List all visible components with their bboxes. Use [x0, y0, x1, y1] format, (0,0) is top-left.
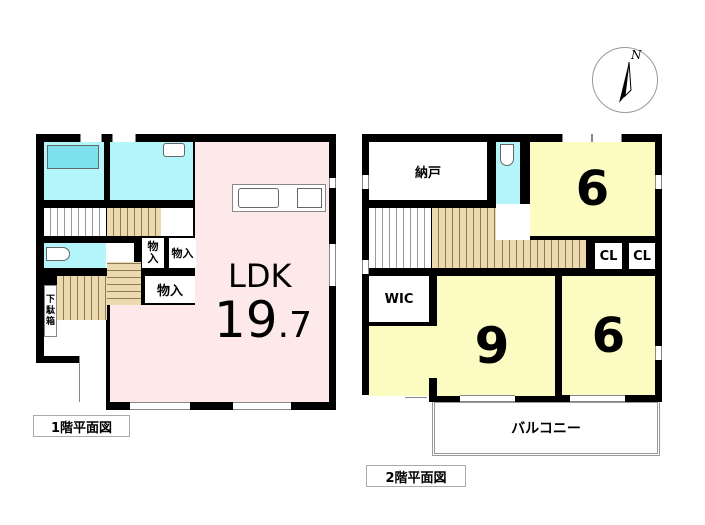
- closet-1: CL: [595, 243, 622, 269]
- stove-icon: [297, 188, 322, 208]
- hallway-2f: [432, 208, 496, 268]
- bedroom-6-top: 6: [530, 142, 655, 236]
- north-arrow-icon: [619, 61, 632, 103]
- kitchen-counter: [232, 184, 326, 212]
- storage-2: 物入: [169, 238, 196, 268]
- bathtub: [47, 145, 99, 169]
- bedroom-9: 9: [369, 317, 555, 396]
- ldk-size: 19.7: [214, 291, 312, 349]
- shoe-cabinet: 下 駄 箱: [44, 285, 57, 337]
- closet-2: CL: [629, 243, 655, 269]
- north-label: N: [631, 48, 642, 62]
- walk-in-closet: WIC: [369, 276, 429, 322]
- floor-1-title: 1階平面図: [33, 415, 130, 437]
- storage-1: 物 入: [142, 238, 164, 268]
- toilet-icon-2f: [500, 144, 514, 166]
- hall-floor: [107, 208, 161, 236]
- entrance-hall: [57, 276, 107, 320]
- compass: N: [592, 47, 658, 113]
- bedroom-6-bottom: 6: [562, 276, 655, 395]
- storage-3: 物入: [145, 276, 195, 303]
- storeroom: 納戸: [369, 142, 487, 200]
- balcony-label: バルコニー: [511, 421, 581, 437]
- floor-1-plan: 下 駄 箱 物 入 物入 物入 LDK 19.7 1階平面図: [0, 0, 350, 440]
- floor-2-title: 2階平面図: [366, 465, 466, 487]
- wash-basin: [163, 143, 185, 157]
- sink-icon: [238, 188, 279, 208]
- toilet-icon: [46, 247, 70, 261]
- stairs-2f: [369, 208, 431, 268]
- ldk-label: LDK: [228, 257, 292, 295]
- stairs-upper: [44, 208, 106, 236]
